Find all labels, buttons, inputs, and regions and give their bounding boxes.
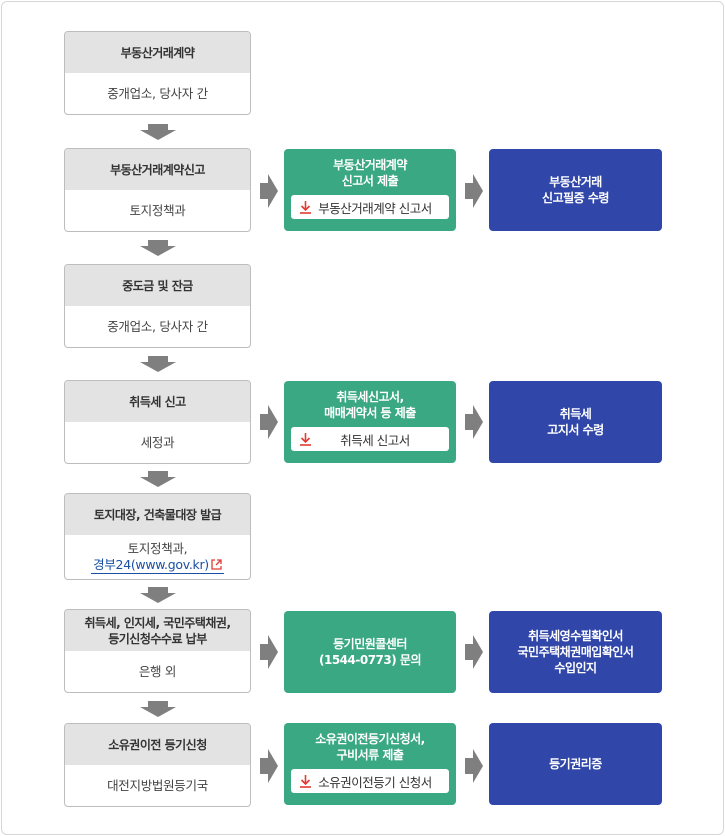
step-title-line1: 취득세, 인지세, 국민주택채권, [84, 615, 231, 630]
step-body: 은행 외 [138, 663, 177, 679]
down-arrow-icon [140, 356, 176, 372]
step-payment: 중도금 및 잔금 중개업소, 당사자 간 [64, 264, 251, 348]
down-arrow-icon [140, 587, 176, 603]
box-line1: 취득세신고서, [336, 390, 404, 404]
step-title: 토지대장, 건축물대장 발급 [65, 494, 250, 535]
step-acquisition-tax: 취득세 신고 세정과 [64, 380, 251, 464]
receive-tax-notice-box: 취득세 고지서 수령 [489, 381, 662, 463]
step-tax-payment: 취득세, 인지세, 국민주택채권, 등기신청수수료 납부 은행 외 [64, 609, 251, 693]
download-registration-button[interactable]: 소유권이전등기 신청서 [291, 769, 449, 793]
step-ledger-issue: 토지대장, 건축물대장 발급 토지정책과, 경부24(www.gov.kr) [64, 493, 251, 580]
gov-link-label: 경부24(www.gov.kr) [93, 556, 209, 572]
box-line2: (1544-0773) 문의 [318, 653, 422, 667]
call-center-box: 등기민원콜센터 (1544-0773) 문의 [284, 611, 456, 693]
box-line1: 등기권리증 [549, 757, 602, 771]
right-arrow-icon [260, 635, 278, 669]
download-contract-report-button[interactable]: 부동산거래계약 신고서 [291, 195, 449, 219]
box-line3: 수입인지 [554, 661, 597, 675]
step-body: 중개업소, 당사자 간 [107, 318, 208, 334]
gov-link[interactable]: 경부24(www.gov.kr) [91, 557, 224, 574]
step-contract-report: 부동산거래계약신고 토지정책과 [64, 148, 251, 232]
download-label: 소유권이전등기 신청서 [318, 774, 432, 790]
box-line1: 부동산거래계약 [333, 158, 407, 172]
box-line1: 부동산거래 [549, 175, 602, 189]
step-title: 중도금 및 잔금 [65, 265, 250, 306]
right-arrow-icon [260, 174, 278, 208]
box-line2: 신고필증 수령 [542, 191, 609, 205]
step-body: 토지정책과 [129, 202, 186, 218]
step-body-text: 토지정책과, [127, 540, 188, 556]
download-tax-report-button[interactable]: 취득세 신고서 [291, 427, 449, 451]
down-arrow-icon [140, 124, 176, 140]
step-body: 대전지방법원등기국 [107, 777, 208, 793]
download-icon [300, 775, 311, 788]
receipt-confirmation-box: 취득세영수필확인서 국민주택채권매입확인서 수입인지 [489, 611, 662, 693]
right-arrow-icon [260, 405, 278, 439]
step-body: 중개업소, 당사자 간 [107, 85, 208, 101]
down-arrow-icon [140, 701, 176, 717]
step-title: 소유권이전 등기신청 [65, 724, 250, 765]
download-label: 취득세 신고서 [340, 432, 410, 448]
box-line1: 취득세 [559, 407, 592, 421]
step-registration: 소유권이전 등기신청 대전지방법원등기국 [64, 723, 251, 807]
step-title: 취득세 신고 [65, 381, 250, 422]
down-arrow-icon [140, 471, 176, 487]
right-arrow-icon [260, 749, 278, 783]
right-arrow-icon [465, 749, 483, 783]
right-arrow-icon [465, 635, 483, 669]
receive-report-certificate-box: 부동산거래 신고필증 수령 [489, 149, 662, 231]
external-link-icon [211, 559, 222, 570]
step-title: 취득세, 인지세, 국민주택채권, 등기신청수수료 납부 [65, 610, 250, 651]
step-body: 토지정책과, 경부24(www.gov.kr) [65, 535, 250, 579]
box-line1: 소유권이전등기신청서, [315, 732, 425, 746]
step-title: 부동산거래계약 [65, 32, 250, 73]
download-icon [300, 433, 311, 446]
box-line2: 매매계약서 등 제출 [324, 406, 416, 420]
box-line1: 등기민원콜센터 [333, 637, 407, 651]
download-icon [300, 201, 311, 214]
box-line2: 구비서류 제출 [336, 748, 404, 762]
submit-registration-box: 소유권이전등기신청서, 구비서류 제출 소유권이전등기 신청서 [284, 723, 456, 805]
box-line2: 국민주택채권매입확인서 [517, 645, 634, 659]
step-title-line2: 등기신청수수료 납부 [108, 631, 207, 646]
receive-title-certificate-box: 등기권리증 [489, 723, 662, 805]
step-contract: 부동산거래계약 중개업소, 당사자 간 [64, 31, 251, 115]
submit-contract-report-box: 부동산거래계약 신고서 제출 부동산거래계약 신고서 [284, 149, 456, 231]
submit-tax-report-box: 취득세신고서, 매매계약서 등 제출 취득세 신고서 [284, 381, 456, 463]
box-line2: 신고서 제출 [341, 174, 399, 188]
box-line1: 취득세영수필확인서 [528, 629, 623, 643]
download-label: 부동산거래계약 신고서 [318, 200, 432, 216]
box-line2: 고지서 수령 [547, 423, 604, 437]
down-arrow-icon [140, 240, 176, 256]
step-title: 부동산거래계약신고 [65, 149, 250, 190]
right-arrow-icon [465, 405, 483, 439]
step-body: 세정과 [140, 434, 175, 450]
right-arrow-icon [465, 174, 483, 208]
